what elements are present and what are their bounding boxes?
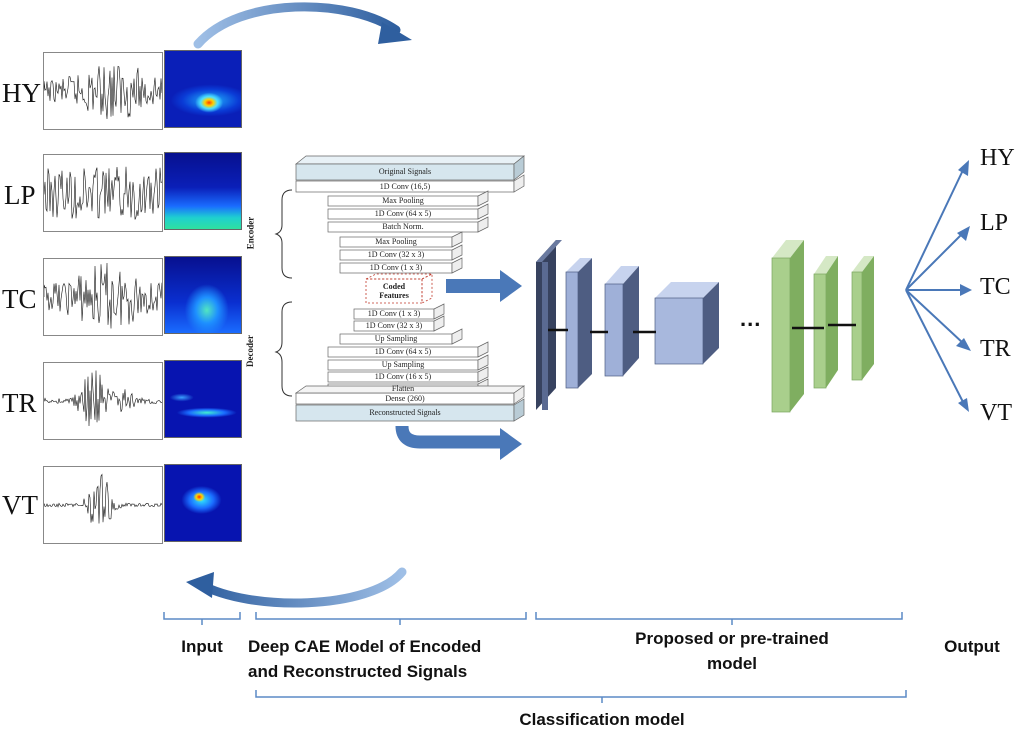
layers-ellipsis: ...	[740, 306, 762, 331]
coded-line2: Features	[379, 291, 409, 300]
layer-enc-3: Batch Norm.	[382, 222, 424, 231]
stage-cae-line1: Deep CAE Model of Encoded	[248, 637, 482, 656]
stage-cae-line2: and Reconstructed Signals	[248, 662, 468, 681]
classifier-network	[536, 240, 874, 413]
layer-enc-2: 1D Conv (64 x 5)	[374, 209, 432, 218]
class-label-lp: LP	[4, 180, 36, 210]
waveform-trace	[44, 166, 162, 220]
layer-dec-0: 1D Conv (1 x 3)	[367, 309, 421, 318]
waveform-path	[44, 262, 162, 329]
stage-model: Proposed or pre-trained model	[600, 626, 864, 676]
class-label-tr: TR	[2, 388, 37, 418]
output-arrows	[905, 160, 972, 412]
output-tr: TR	[980, 336, 1011, 362]
waveform-trace	[44, 370, 162, 427]
waveform-hy	[43, 52, 163, 130]
waveform-path	[44, 370, 162, 427]
reconstructed-arrow	[395, 425, 522, 460]
class-label-tc: TC	[2, 284, 37, 314]
class-label-vt: VT	[2, 490, 38, 520]
output-tc: TC	[980, 274, 1011, 300]
stage-model-line1: Proposed or pre-trained	[635, 629, 829, 648]
stage-input: Input	[181, 637, 223, 656]
waveform-path	[44, 166, 162, 220]
spectrogram-tc	[164, 256, 242, 334]
waveform-path	[44, 65, 162, 120]
layer-dec-3: 1D Conv (64 x 5)	[374, 347, 432, 356]
coded-line1: Coded	[382, 282, 406, 291]
stage-cae: Deep CAE Model of Encoded and Reconstruc…	[248, 634, 548, 684]
waveform-vt	[43, 466, 163, 544]
encoder-label: Encoder	[245, 216, 256, 250]
decoder-brace	[274, 301, 293, 397]
layer-enc-0: 1D Conv (16,5)	[379, 182, 431, 191]
encoder-brace	[274, 189, 293, 279]
spectrogram-lp	[164, 152, 242, 230]
stage-model-line2: model	[706, 654, 758, 673]
layer-enc-1: Max Pooling	[382, 196, 424, 205]
layer-enc-5: 1D Conv (32 x 3)	[367, 250, 425, 259]
coded-features-box: Coded Features	[366, 282, 422, 300]
layer-dec-5: 1D Conv (16 x 5)	[374, 372, 432, 381]
waveform-path	[44, 473, 162, 524]
stage-classification: Classification model	[519, 710, 685, 729]
stage-brackets	[163, 612, 907, 703]
cae-layer-stack	[294, 155, 526, 422]
feature-arrow	[446, 270, 522, 302]
waveform-trace	[44, 65, 162, 120]
layer-enc-6: 1D Conv (1 x 3)	[369, 263, 423, 272]
layer-enc-4: Max Pooling	[375, 237, 417, 246]
spectrogram-tr	[164, 360, 242, 438]
waveform-tc	[43, 258, 163, 336]
top-curved-arrow	[193, 2, 412, 49]
layer-dec-2: Up Sampling	[374, 334, 418, 343]
output-hy: HY	[980, 145, 1015, 171]
class-label-hy: HY	[2, 78, 41, 108]
layer-dec-4: Up Sampling	[381, 360, 425, 369]
layer-dec-6: Flatten	[391, 384, 415, 393]
layer-original-signals: Original Signals	[378, 167, 432, 176]
layer-dec-1: 1D Conv (32 x 3)	[365, 321, 423, 330]
layer-dec-7: Dense (260)	[385, 394, 425, 403]
spectrogram-hy	[164, 50, 242, 128]
decoder-label: Decoder	[244, 335, 255, 367]
spectrogram-vt	[164, 464, 242, 542]
layer-reconstructed-signals: Reconstructed Signals	[369, 408, 441, 417]
output-vt: VT	[980, 400, 1012, 426]
output-lp: LP	[980, 210, 1009, 236]
bottom-curved-arrow	[186, 567, 407, 608]
stage-output: Output	[944, 637, 1000, 656]
waveform-trace	[44, 262, 162, 329]
waveform-tr	[43, 362, 163, 440]
waveform-lp	[43, 154, 163, 232]
waveform-trace	[44, 473, 162, 524]
